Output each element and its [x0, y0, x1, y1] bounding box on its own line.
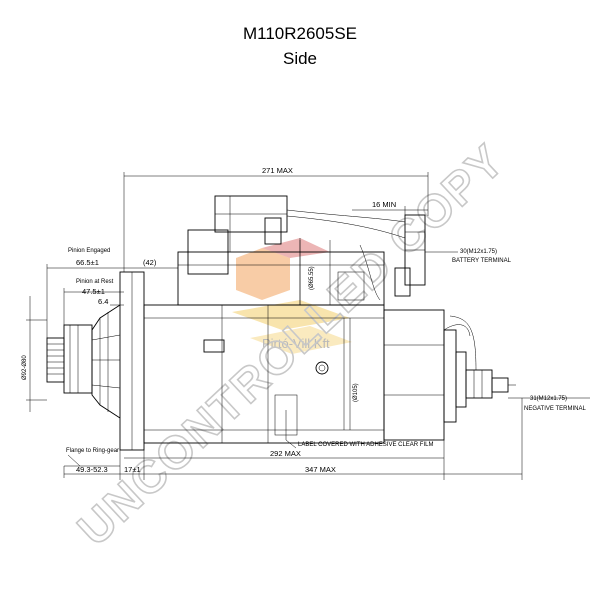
uncontrolled-copy-watermark: UNCONTROLLED COPY — [67, 133, 514, 555]
dim-flange-label: Flange to Ring-gear — [66, 448, 119, 454]
dim-offset-42: (42) — [143, 258, 157, 267]
dimension-labels: 271 MAX 16 MIN Pinion Engaged 66.5±1 (42… — [22, 166, 586, 474]
dim-pinion-rest-value: 47.5±1 — [82, 287, 105, 296]
dim-pilot-diameter: Ø92-Ø80 — [22, 355, 28, 380]
battery-terminal-stud — [394, 214, 426, 297]
dim-battery-label: BATTERY TERMINAL — [452, 258, 512, 264]
drawing-title: M110R2605SE — [242, 24, 358, 43]
dim-pinion-engaged-value: 66.5±1 — [76, 258, 99, 267]
dim-small-64: 6.4 — [98, 297, 108, 306]
logo-company-name: Pirtó-Vill Kft — [262, 336, 330, 351]
dim-terminal-min: 16 MIN — [372, 200, 396, 209]
company-logo-watermark: Pirtó-Vill Kft — [232, 238, 352, 354]
mounting-flange — [119, 271, 145, 451]
label-note: LABEL COVERED WITH ADHESIVE CLEAR FILM — [298, 442, 433, 448]
dim-negative-thread: 31(M12x1.75) — [530, 396, 567, 402]
dim-negative-label: NEGATIVE TERMINAL — [524, 406, 586, 412]
dim-overall-max: 271 MAX — [262, 166, 293, 175]
dim-body-max: 292 MAX — [270, 449, 301, 458]
dimension-lines — [26, 172, 590, 480]
solenoid — [177, 195, 385, 306]
dim-flange-thickness: 17±1 — [124, 465, 141, 474]
dim-diameter-6555: (Ø65.55) — [309, 266, 315, 290]
dim-pinion-rest-label: Pinion at Rest — [76, 279, 114, 285]
dim-total-max: 347 MAX — [305, 465, 336, 474]
negative-terminal-stud — [465, 369, 516, 399]
dim-diameter-105: (Ø105) — [353, 383, 359, 402]
dim-battery-thread: 30(M12x1.75) — [460, 249, 497, 255]
dim-pinion-engaged-label: Pinion Engaged — [68, 248, 110, 254]
rear-end-cap — [383, 309, 467, 441]
wiring-harness — [286, 209, 477, 371]
dim-flange-range: 49.3-52.3 — [76, 465, 108, 474]
pinion-nose-assembly — [46, 304, 121, 419]
drawing-view-label: Side — [282, 49, 318, 68]
